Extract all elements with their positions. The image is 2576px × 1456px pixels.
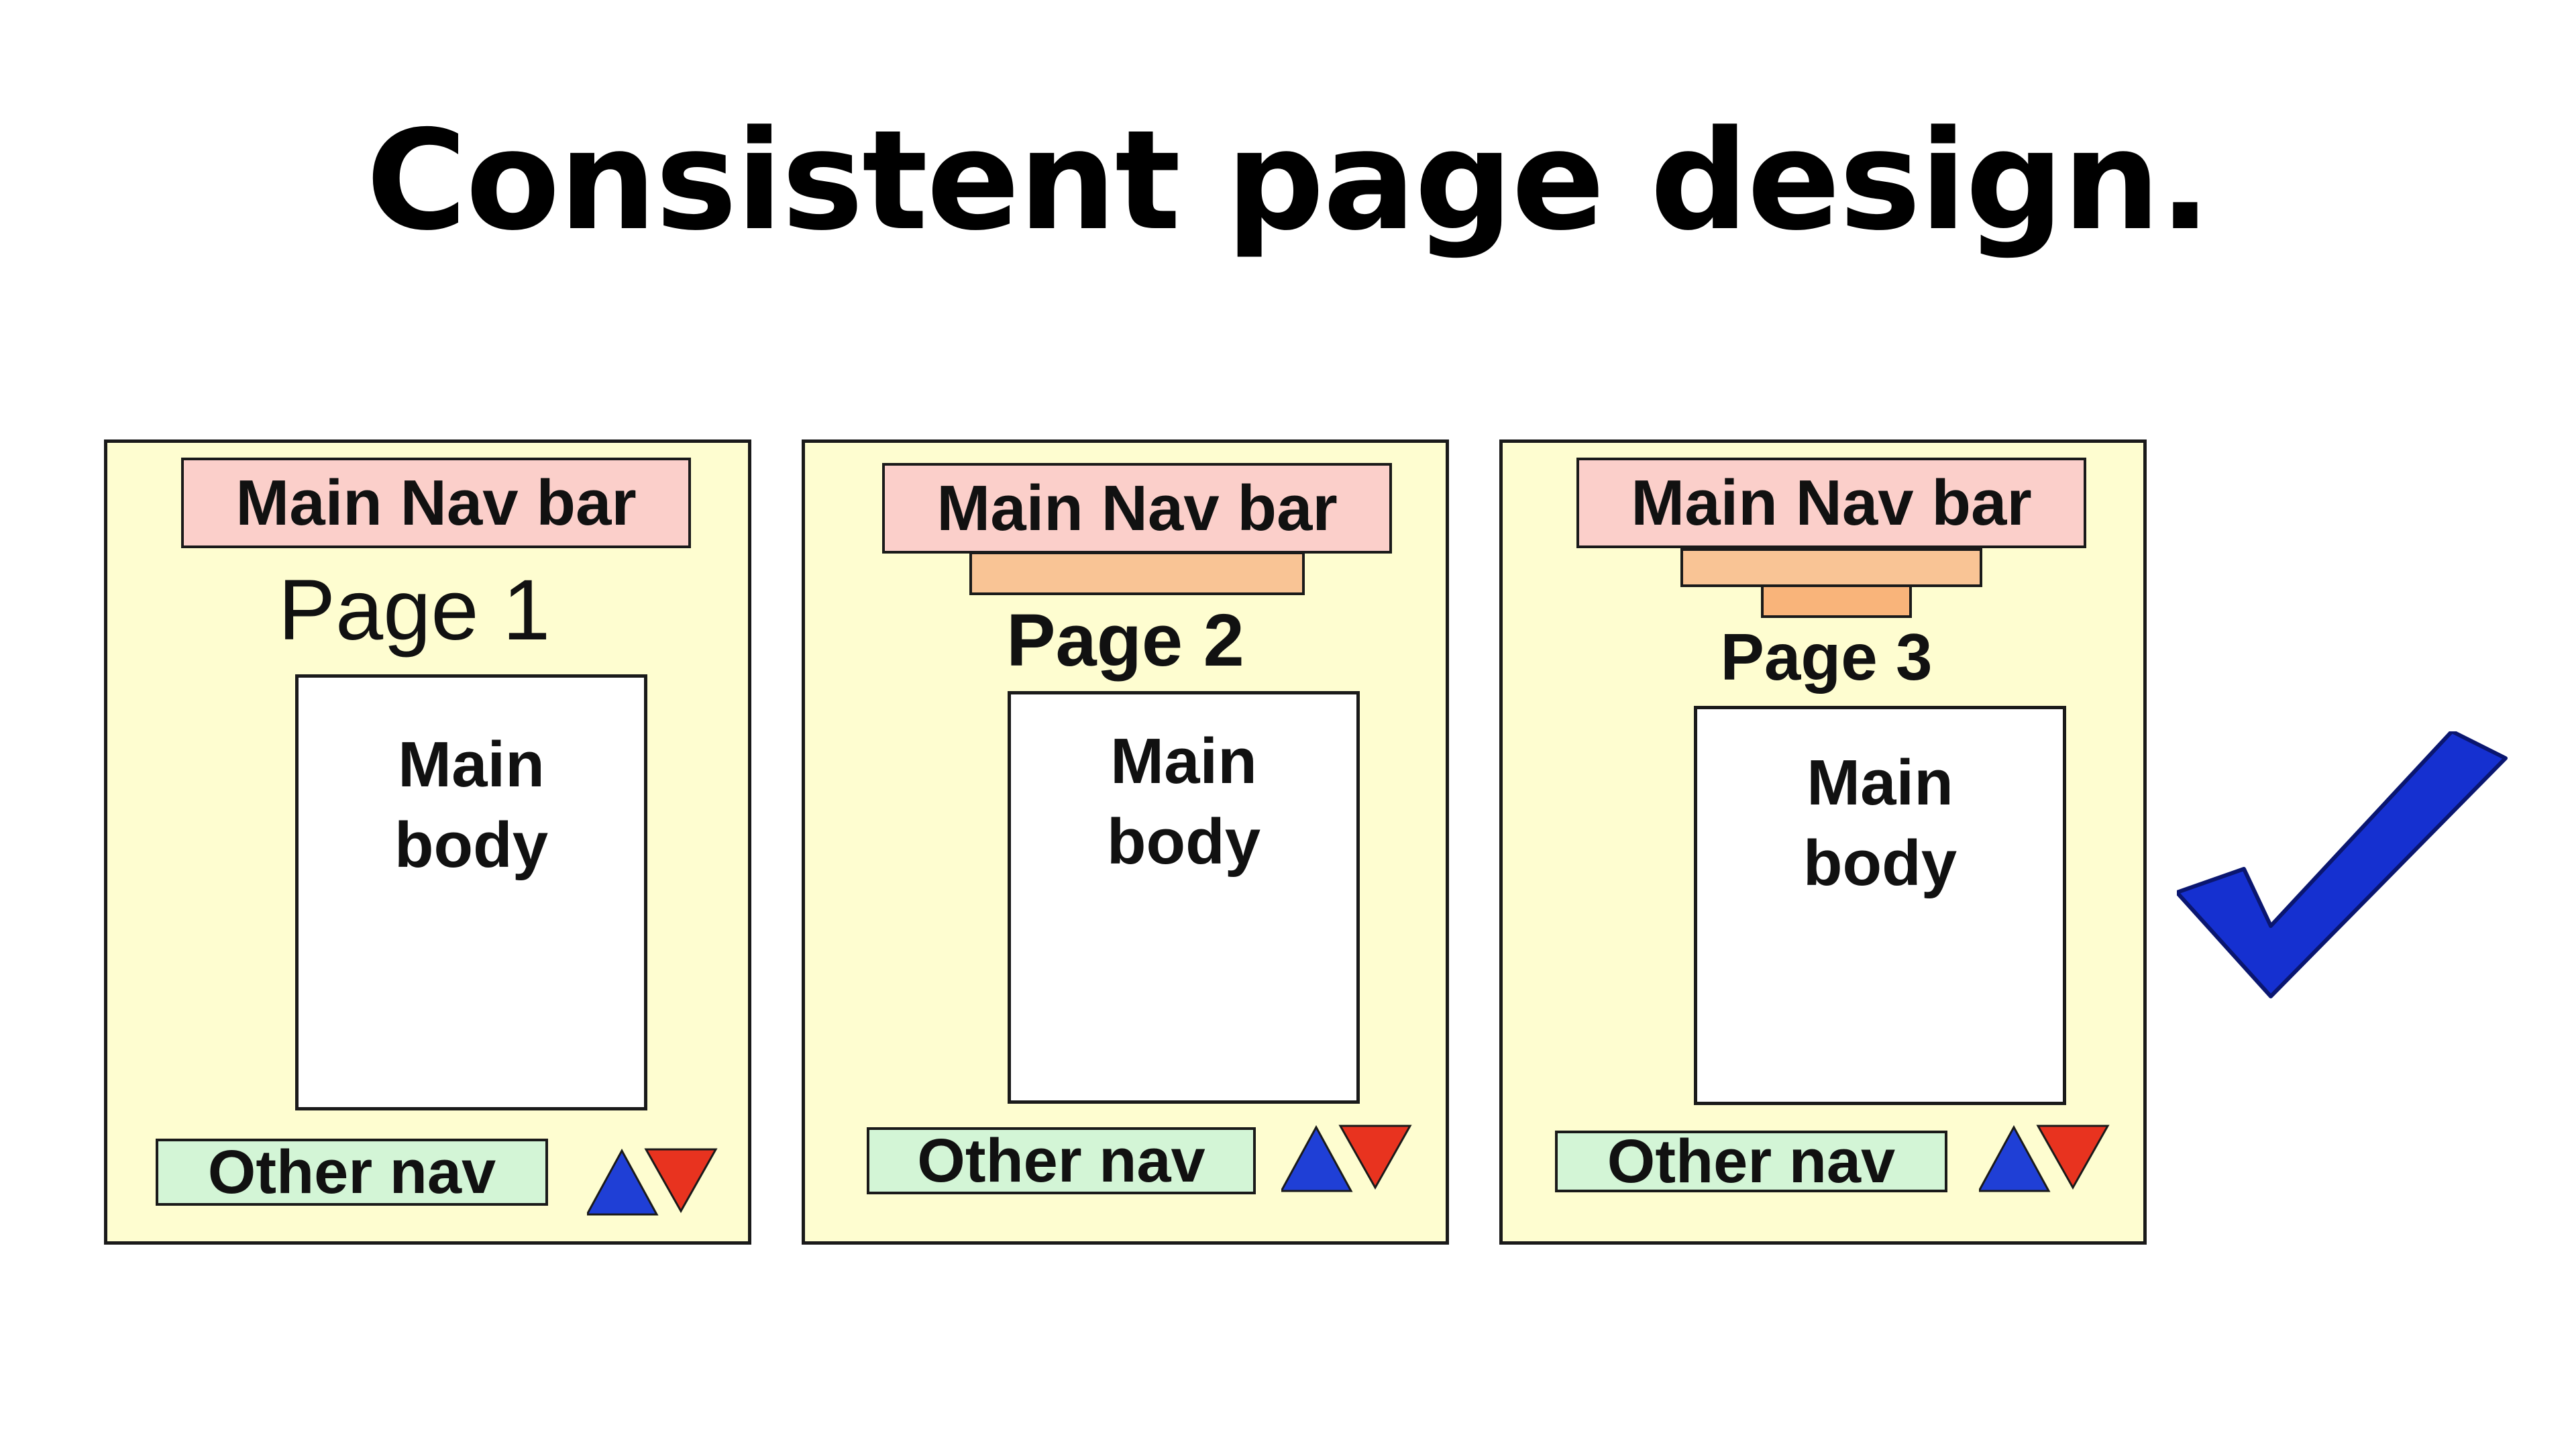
main-body-box: Main body (1694, 706, 2066, 1105)
page-mockup-2: Main Nav bar Page 2 Main body Other nav (802, 439, 1449, 1245)
main-body-label: Main body (1011, 721, 1356, 882)
main-body-box: Main body (295, 674, 647, 1110)
other-nav-bar: Other nav (867, 1127, 1256, 1194)
main-body-line-2: body (1803, 827, 1957, 899)
main-body-line-1: Main (398, 729, 545, 800)
sub-nav-bar-level-2 (1761, 584, 1912, 618)
main-body-line-1: Main (1807, 747, 1953, 819)
up-triangle-icon (587, 1148, 659, 1216)
page-arrows (587, 1148, 718, 1216)
main-body-label: Main body (299, 725, 644, 886)
page-label: Page 2 (1006, 599, 1244, 682)
main-body-line-2: body (394, 809, 549, 881)
up-triangle-icon (1281, 1125, 1353, 1192)
page-label: Page 3 (1720, 620, 1933, 694)
checkmark-icon (2177, 731, 2508, 998)
slide-title: Consistent page design. (366, 101, 2212, 261)
page-label: Page 1 (278, 562, 551, 658)
main-body-label: Main body (1697, 743, 2063, 904)
main-nav-bar: Main Nav bar (1576, 458, 2086, 548)
main-body-line-2: body (1106, 806, 1261, 878)
down-triangle-icon (2036, 1125, 2110, 1190)
main-body-line-1: Main (1110, 725, 1257, 797)
page-mockup-1: Main Nav bar Page 1 Main body Other nav (104, 439, 751, 1245)
other-nav-bar: Other nav (156, 1139, 548, 1206)
main-nav-bar: Main Nav bar (181, 458, 691, 548)
sub-nav-bar-level-1 (1680, 548, 1982, 587)
main-nav-bar: Main Nav bar (882, 463, 1392, 554)
page-arrows (1281, 1125, 1412, 1192)
page-mockup-3: Main Nav bar Page 3 Main body Other nav (1499, 439, 2147, 1245)
other-nav-bar: Other nav (1555, 1131, 1947, 1192)
down-triangle-icon (1338, 1125, 1412, 1190)
sub-nav-bar-level-1 (969, 552, 1305, 595)
down-triangle-icon (644, 1148, 718, 1214)
page-arrows (1979, 1125, 2110, 1192)
main-body-box: Main body (1008, 691, 1360, 1104)
up-triangle-icon (1979, 1125, 2051, 1192)
